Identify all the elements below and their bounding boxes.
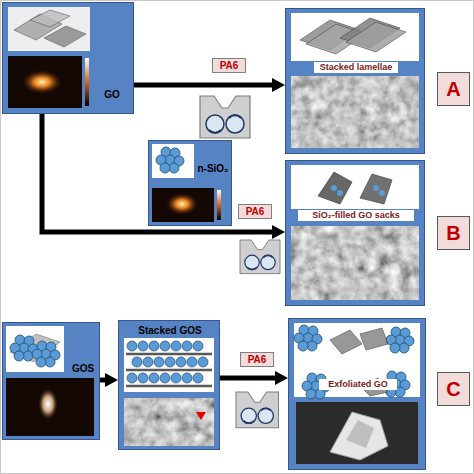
process-arrow xyxy=(42,114,285,239)
process-arrow xyxy=(100,373,118,387)
material-panel: GOS xyxy=(2,322,100,440)
panel-letter: C xyxy=(437,372,470,406)
result-panel: Stacked lamellae xyxy=(285,8,425,154)
filler-panel: n-SiO₂ xyxy=(148,140,232,226)
result-panel: Exfoliated GO xyxy=(288,318,426,470)
panel-letter-text: C xyxy=(438,373,469,405)
node-label: GOS xyxy=(66,363,100,374)
process-arrow xyxy=(220,371,288,385)
node-label: Stacked lamellae xyxy=(314,62,398,73)
panel-letter-text: A xyxy=(438,73,469,105)
node-label: n-SiO₂ xyxy=(195,163,231,174)
node-label: Exfoliated GO xyxy=(319,379,397,390)
polymer-tag: PA6 xyxy=(238,204,272,219)
polymer-tag: PA6 xyxy=(212,58,246,73)
material-panel: GO xyxy=(2,2,134,114)
node-label: GO xyxy=(93,89,131,100)
panel-letter-text: B xyxy=(438,217,469,249)
process-panel: Stacked GOS xyxy=(118,320,220,450)
process-arrow xyxy=(134,78,285,92)
node-label: SiO₂-filled GO sacks xyxy=(298,210,414,221)
polymer-tag: PA6 xyxy=(240,352,274,367)
result-panel: SiO₂-filled GO sacks xyxy=(285,160,425,306)
node-label: Stacked GOS xyxy=(123,325,217,336)
panel-letter: B xyxy=(437,216,470,250)
panel-letter: A xyxy=(437,72,470,106)
